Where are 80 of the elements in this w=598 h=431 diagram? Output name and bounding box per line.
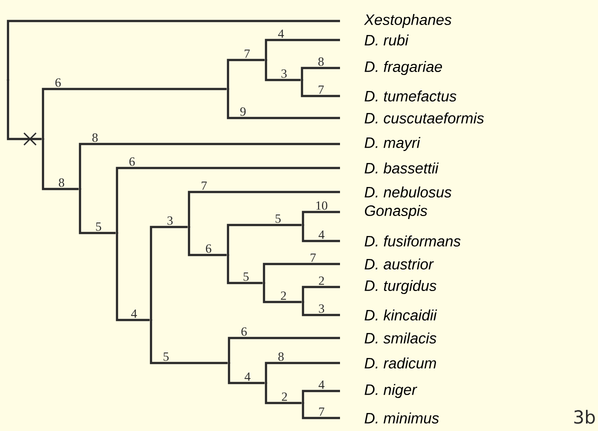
taxon-name: D. mayri: [364, 137, 420, 151]
edge-label: 6: [206, 244, 212, 253]
edge-label: 2: [280, 292, 286, 300]
branch-line: [150, 320, 228, 364]
taxon-name: D. austrior: [364, 258, 434, 270]
branch-line: [302, 286, 340, 302]
edge-label: 5: [244, 272, 249, 281]
taxon-name: Gonaspis: [364, 205, 428, 219]
taxon-name: D. niger: [364, 384, 418, 398]
branch-line: [264, 383, 302, 404]
edge-label: 8: [92, 133, 98, 142]
taxon-name: D. smilacis: [364, 332, 436, 344]
branch-line: [264, 362, 340, 383]
edge-label: 4: [318, 380, 324, 389]
edge-label: 6: [241, 327, 247, 336]
edge-label: 2: [318, 276, 324, 285]
taxon-name: D. rubi: [364, 34, 409, 46]
edge-label: 5: [96, 222, 102, 231]
branch-line: [226, 255, 263, 284]
taxon-name: D. minimus: [364, 412, 439, 424]
branch-line: [262, 283, 302, 304]
taxon-name: D. kincaidii: [364, 309, 438, 320]
edge-label: 10: [316, 201, 328, 210]
branch-line: [226, 58, 265, 89]
edge-label: 7: [202, 182, 207, 190]
branch-line: [42, 139, 79, 190]
branch-line: [188, 190, 340, 227]
branch-line: [302, 390, 340, 403]
branch-line: [150, 226, 188, 320]
edge-label: 7: [310, 254, 316, 262]
branch-line: [6, 80, 42, 140]
branch-line: [78, 142, 340, 189]
edge-label: 6: [55, 78, 61, 87]
edge-label: 3: [167, 216, 173, 225]
branch-line: [188, 227, 227, 256]
branch-line: [264, 60, 301, 82]
edge-label: 9: [240, 107, 246, 116]
edge-label: 5: [276, 214, 281, 223]
taxon-name: D. cuscutaeformis: [364, 112, 484, 124]
edge-label: 7: [244, 50, 250, 58]
edge-label: 8: [58, 178, 64, 187]
branch-line: [226, 224, 302, 255]
edge-label: 6: [129, 157, 135, 166]
taxon-name: D. turgidus: [364, 280, 436, 294]
branch-line: [262, 262, 340, 283]
edge-label: 4: [318, 230, 324, 239]
edge-label: 2: [282, 392, 287, 401]
branch-line: [302, 302, 340, 316]
branch-line: [116, 166, 340, 233]
edge-label: 3: [318, 304, 324, 313]
branch-line: [6, 20, 340, 80]
edge-label: 4: [244, 372, 250, 381]
taxon-name: D. fusiformans: [364, 235, 461, 246]
branch-line: [42, 88, 227, 139]
branch-line: [116, 233, 150, 322]
branch-line: [302, 403, 340, 420]
taxon-name: Xestophanes: [364, 14, 452, 28]
branch-line: [228, 336, 340, 363]
taxon-name: D. fragariae: [364, 61, 442, 75]
edge-label: 4: [278, 30, 284, 38]
branch-line: [302, 210, 340, 225]
branch-line: [264, 38, 340, 60]
taxon-name: D. radicum: [364, 357, 436, 368]
figure-label: 3b: [574, 410, 595, 424]
edge-label: 7: [319, 408, 324, 416]
branch-line: [228, 363, 265, 384]
edge-label: 7: [318, 86, 324, 94]
branch-line: [302, 225, 340, 242]
edge-label: 5: [164, 352, 169, 361]
branch-line: [226, 89, 340, 120]
edge-label: 3: [281, 69, 287, 78]
branch-line: [300, 80, 340, 98]
taxon-name: D. tumefactus: [364, 90, 456, 102]
edge-label: 4: [131, 310, 137, 318]
taxon-name: D. bassettii: [364, 162, 439, 174]
taxon-name: D. nebulosus: [364, 186, 452, 198]
branch-line: [78, 189, 116, 234]
edge-label: 8: [318, 57, 324, 66]
branch-line: [300, 66, 340, 80]
edge-label: 8: [278, 352, 284, 361]
